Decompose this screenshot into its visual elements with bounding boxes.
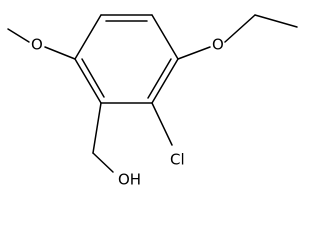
chloro-ring-to-chlorine-bond — [151, 102, 173, 146]
ethoxy-group: O — [177, 14, 298, 60]
ring-bond-bottom-right — [151, 58, 179, 104]
molecule-structure: O O Cl OH — [7, 14, 298, 189]
methoxy-group: O — [7, 28, 76, 60]
methoxy-ring-to-oxygen-bond — [44, 46, 76, 60]
hydroxyl-label: OH — [118, 171, 141, 189]
ring-inner-double-bond-left — [81, 58, 105, 98]
ring-to-methylene-bond — [92, 102, 102, 154]
ethoxy-oxygen-to-ethyl-bond — [224, 14, 256, 43]
chloro-group: Cl — [151, 102, 185, 169]
chlorine-label: Cl — [170, 151, 185, 169]
ring-inner-double-bond-right — [147, 58, 172, 99]
benzene-ring — [74, 14, 179, 104]
methoxy-oxygen-label: O — [31, 36, 43, 54]
ethoxy-ring-to-oxygen-bond — [177, 46, 211, 60]
methylene-to-hydroxyl-bond — [92, 152, 114, 173]
ethoxy-ethyl-chain-bond — [254, 14, 298, 28]
hydroxymethyl-group: OH — [92, 102, 141, 189]
ethoxy-oxygen-label: O — [212, 36, 224, 54]
ring-bond-top-right — [151, 14, 179, 60]
methoxy-oxygen-to-methyl-bond — [7, 28, 30, 43]
ring-bond-top-left — [74, 14, 102, 60]
ring-bond-bottom-left — [74, 58, 102, 104]
